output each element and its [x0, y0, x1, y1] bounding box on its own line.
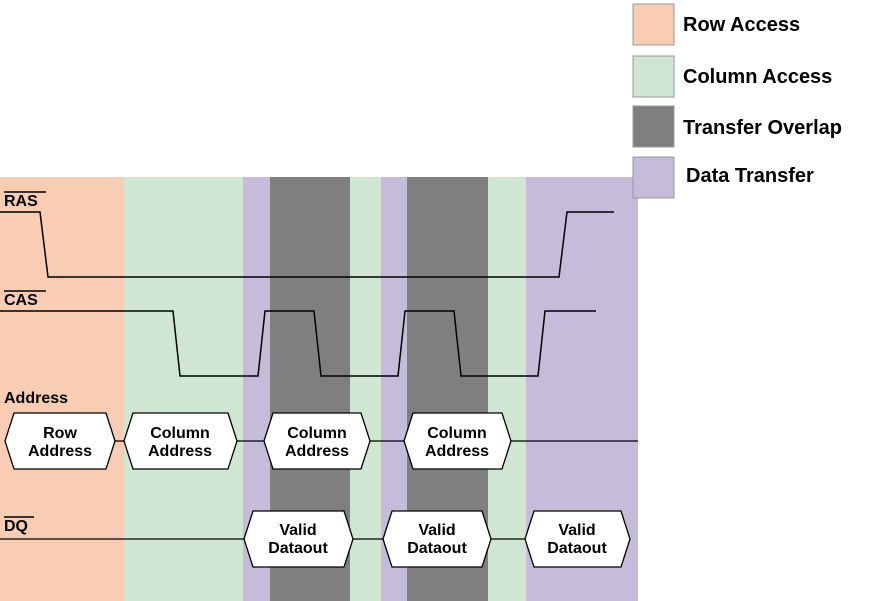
- address-text: Column: [287, 425, 347, 442]
- cas-label: CAS: [4, 292, 38, 309]
- column-access-band: [488, 177, 526, 601]
- dq-text: Valid: [279, 522, 316, 539]
- dq-bus-text: Valid Dataout Valid Dataout Valid Dataou…: [268, 522, 607, 557]
- address-text: Address: [425, 443, 489, 460]
- address-text: Address: [148, 443, 212, 460]
- legend-swatch-row-access: [632, 3, 675, 46]
- address-bus-text: Row Address Column Address Column Addres…: [28, 425, 489, 460]
- address-bus: [4, 412, 638, 470]
- address-text: Column: [150, 425, 210, 442]
- legend-swatch-transfer-overlap: [632, 105, 675, 148]
- ras-waveform: [0, 211, 614, 278]
- column-access-band: [350, 177, 381, 601]
- row-access-band: [0, 177, 124, 601]
- phase-bands: [0, 177, 638, 601]
- column-access-band: [124, 177, 243, 601]
- legend-label-column-access: Column Access: [683, 66, 832, 88]
- dq-text: Dataout: [547, 540, 607, 557]
- dq-bus: [0, 510, 631, 568]
- legend-label-data-transfer: Data Transfer: [686, 165, 814, 187]
- ras-label: RAS: [4, 193, 38, 210]
- signal-labels: RAS CAS Address DQ: [4, 191, 68, 535]
- legend-label-transfer-overlap: Transfer Overlap: [683, 117, 842, 139]
- dq-hex: [524, 510, 631, 568]
- legend: Row Access Column Access Transfer Overla…: [632, 3, 842, 199]
- address-text: Column: [427, 425, 487, 442]
- cas-waveform: [0, 310, 596, 377]
- legend-label-row-access: Row Access: [683, 14, 800, 36]
- address-text: Row: [43, 425, 77, 442]
- dq-text: Dataout: [407, 540, 467, 557]
- legend-swatch-column-access: [632, 55, 675, 98]
- address-text: Address: [28, 443, 92, 460]
- dq-text: Valid: [418, 522, 455, 539]
- dq-text: Dataout: [268, 540, 328, 557]
- dq-hex: [382, 510, 492, 568]
- dq-label: DQ: [4, 518, 28, 535]
- dq-text: Valid: [558, 522, 595, 539]
- dq-hex: [243, 510, 354, 568]
- legend-swatch-data-transfer: [632, 156, 675, 199]
- address-label: Address: [4, 390, 68, 407]
- address-text: Address: [285, 443, 349, 460]
